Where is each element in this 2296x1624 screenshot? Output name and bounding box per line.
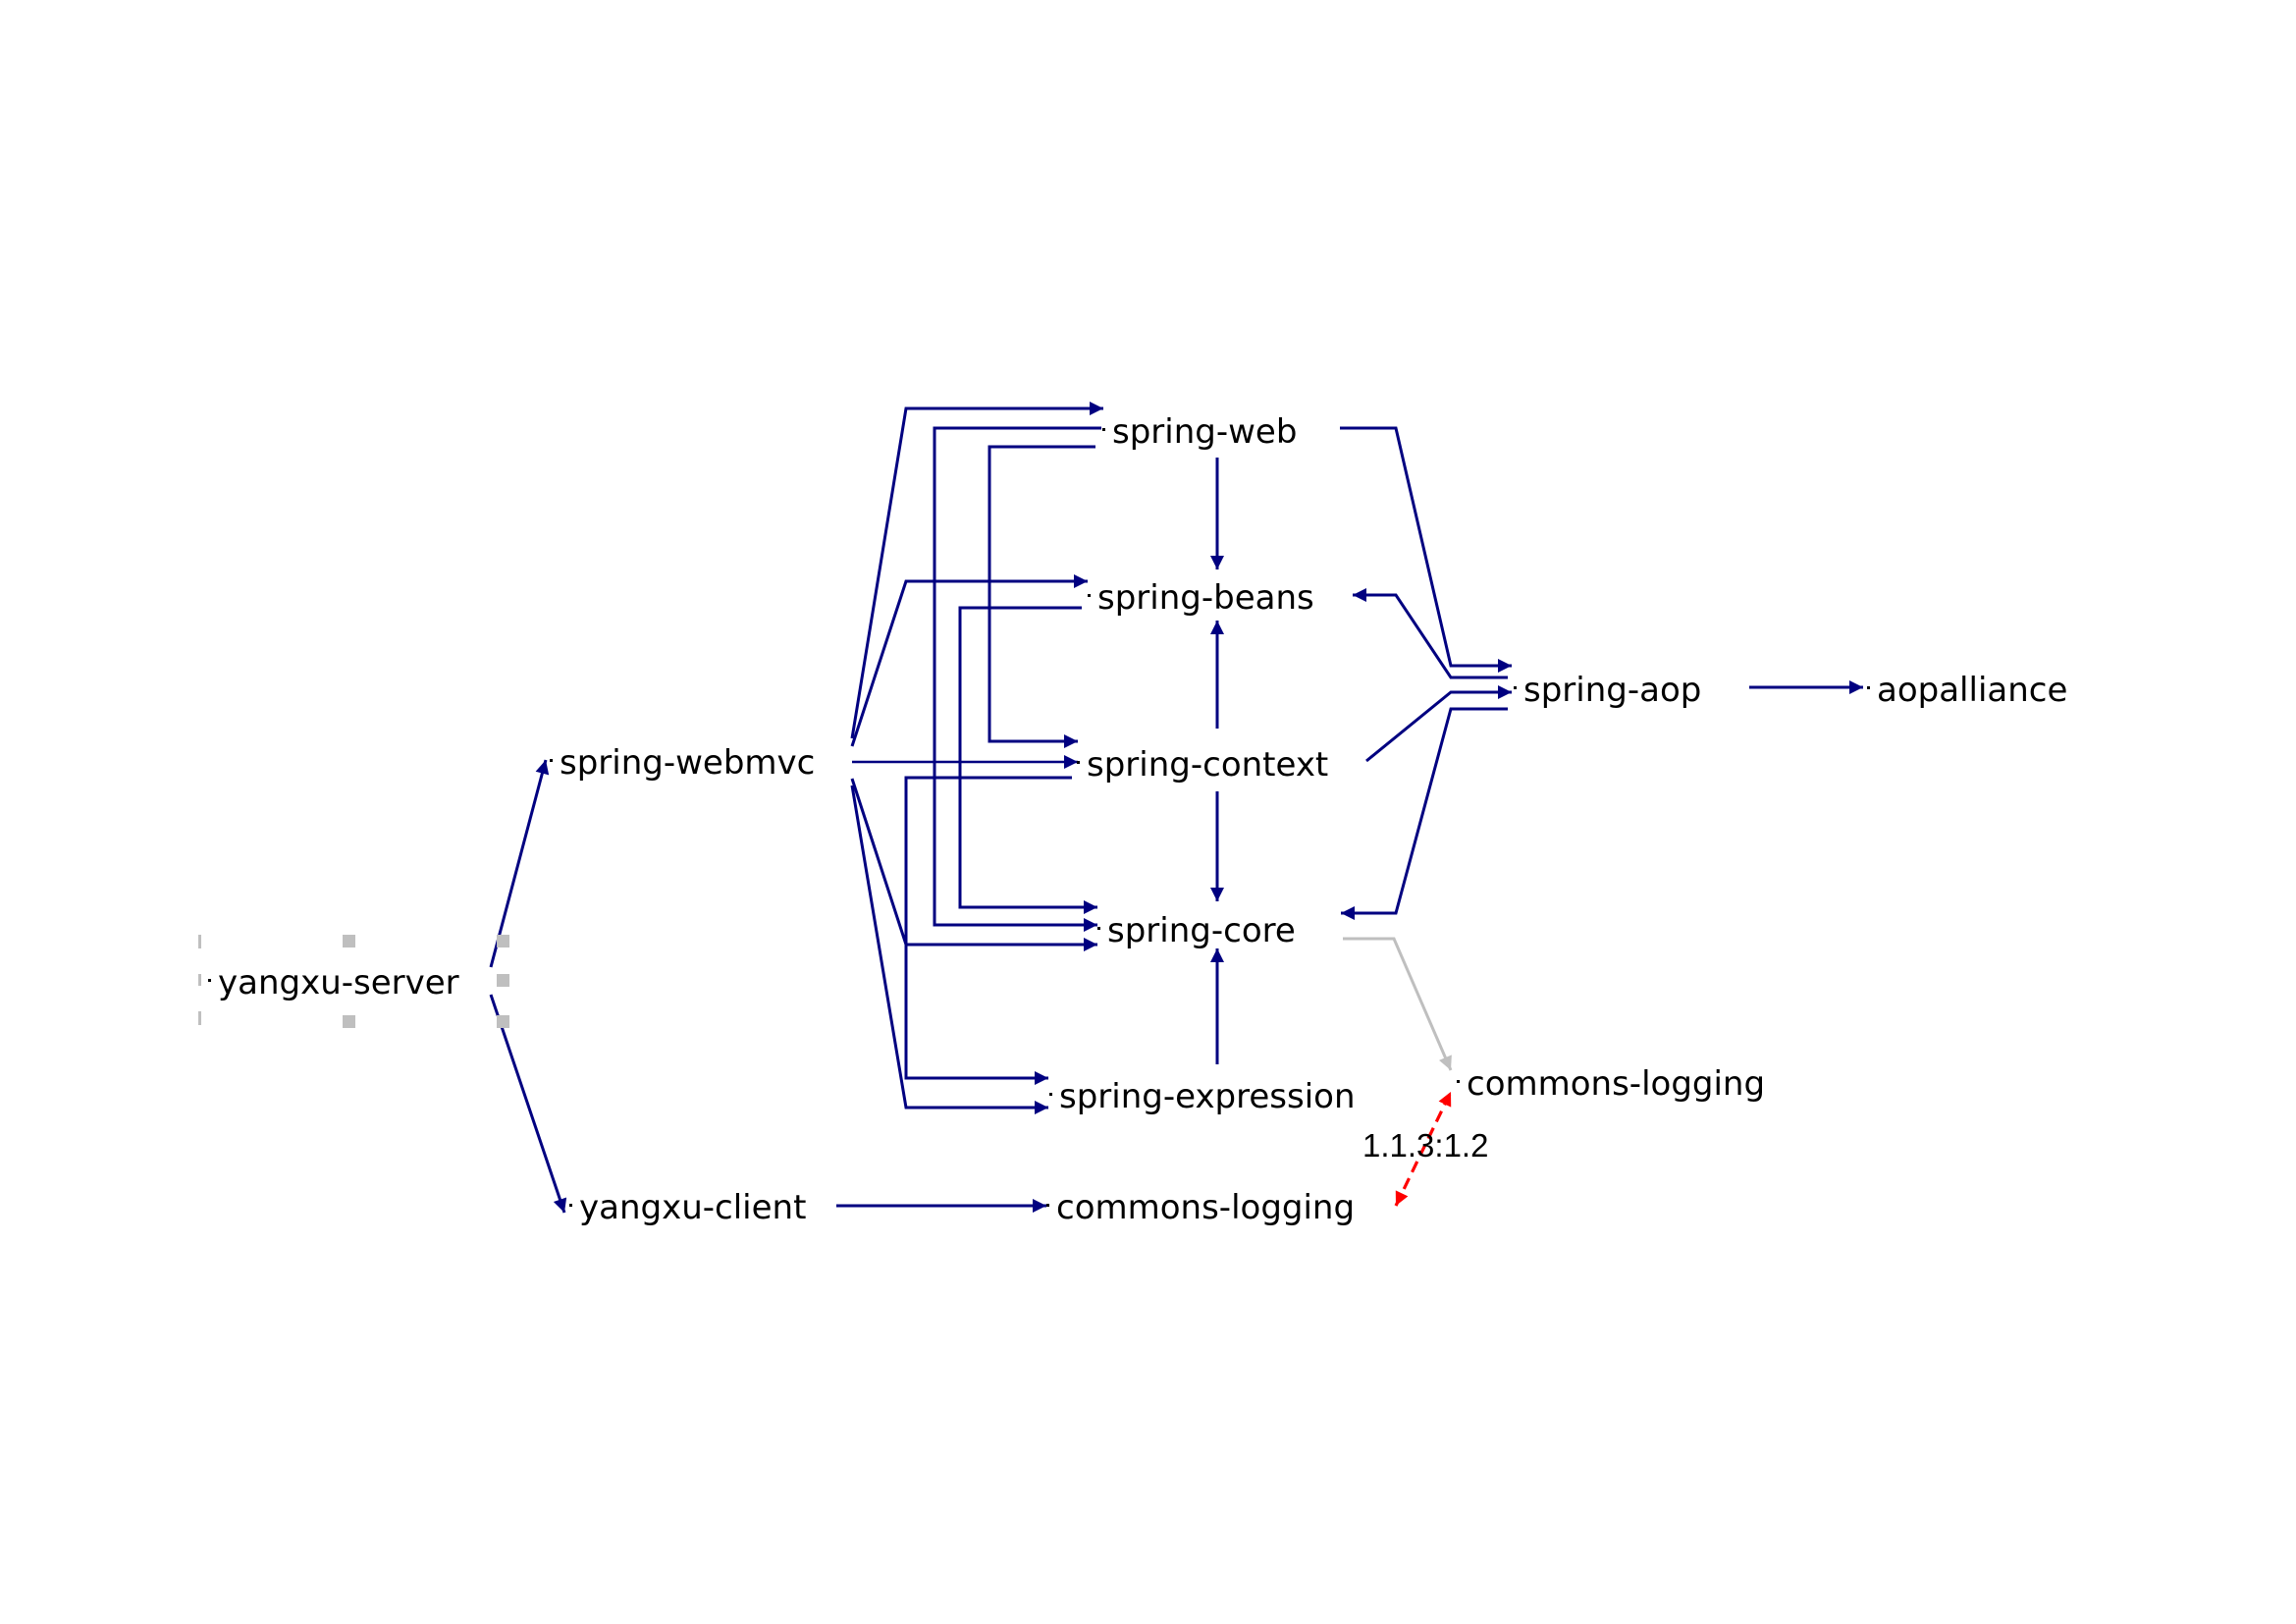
selection-handle[interactable]	[497, 974, 509, 987]
selection-handle[interactable]	[198, 1011, 201, 1025]
node-spring-web[interactable]: spring-web	[1102, 412, 1297, 452]
node-label: spring-core	[1107, 911, 1296, 950]
node-yangxu-server[interactable]: yangxu-server	[208, 963, 459, 1002]
selection-handle[interactable]	[198, 935, 201, 948]
selection-handle[interactable]	[497, 1015, 509, 1028]
selection-handle[interactable]	[343, 935, 355, 947]
edge-aop-core[interactable]	[1341, 707, 1508, 920]
edge-webmvc-beans[interactable]	[850, 574, 1088, 747]
node-yangxu-client[interactable]: yangxu-client	[569, 1188, 806, 1227]
edge-webmvc-core[interactable]	[850, 778, 1097, 951]
node-commons-logging-client[interactable]: commons-logging	[1046, 1188, 1355, 1227]
node-label: spring-beans	[1097, 578, 1314, 618]
node-spring-expression[interactable]: spring-expression	[1049, 1077, 1356, 1116]
selection-handle[interactable]	[497, 935, 509, 947]
node-spring-context[interactable]: spring-context	[1077, 745, 1328, 785]
edge-webmvc-expression[interactable]	[850, 785, 1048, 1114]
node-aopalliance[interactable]: aopalliance	[1867, 671, 2067, 710]
node-label: spring-expression	[1059, 1077, 1356, 1116]
selection-handles	[198, 935, 509, 1028]
node-commons-logging-core[interactable]: commons-logging	[1457, 1064, 1765, 1104]
edge-beans-core[interactable]	[958, 606, 1097, 914]
node-spring-core[interactable]: spring-core	[1097, 911, 1296, 950]
edges	[489, 402, 1863, 1214]
edge-web-aop[interactable]	[1340, 426, 1512, 673]
edge-server-webmvc[interactable]	[489, 759, 550, 968]
node-label: aopalliance	[1877, 671, 2067, 710]
node-label: spring-context	[1087, 745, 1328, 785]
node-label: spring-aop	[1523, 671, 1701, 710]
selection-handle[interactable]	[198, 974, 201, 986]
node-label: spring-webmvc	[560, 743, 815, 783]
edge-context-expression[interactable]	[904, 776, 1072, 1085]
edge-context-aop[interactable]	[1365, 685, 1512, 763]
edge-core-commons-logging[interactable]	[1343, 937, 1453, 1071]
edge-web-core[interactable]	[933, 426, 1101, 932]
edge-server-client[interactable]	[489, 994, 567, 1214]
edge-conflict[interactable]	[1394, 1091, 1453, 1207]
edge-aop-beans[interactable]	[1353, 588, 1508, 679]
selection-handle[interactable]	[343, 1015, 355, 1028]
node-spring-aop[interactable]: spring-aop	[1514, 671, 1701, 710]
node-label: commons-logging	[1467, 1064, 1765, 1104]
edge-web-context[interactable]	[988, 445, 1095, 748]
edge-webmvc-web[interactable]	[850, 402, 1103, 739]
conflict-version-label: 1.1.3:1.2	[1362, 1127, 1488, 1164]
node-label: yangxu-client	[579, 1188, 806, 1227]
node-label: commons-logging	[1056, 1188, 1355, 1227]
node-spring-beans[interactable]: spring-beans	[1088, 578, 1314, 618]
node-label: spring-web	[1112, 412, 1297, 452]
node-label: yangxu-server	[218, 963, 459, 1002]
node-spring-webmvc[interactable]: spring-webmvc	[550, 743, 815, 783]
